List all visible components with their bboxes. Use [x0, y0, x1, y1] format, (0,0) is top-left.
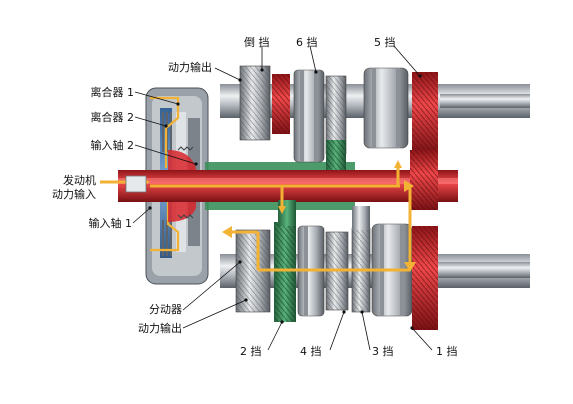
label-clutch-1: 离合器 1 [90, 86, 135, 99]
label-gear-5: 5 挡 [374, 36, 396, 49]
label-engine-input-line2: 动力输入 [52, 188, 96, 201]
label-gear-3: 3 挡 [372, 345, 394, 358]
label-reverse-gear: 倒 挡 [244, 36, 270, 49]
leader-lines [132, 45, 433, 351]
power-flow-path [150, 166, 412, 272]
label-input-shaft-2: 输入轴 2 [90, 139, 135, 152]
label-input-shaft-1: 输入轴 1 [88, 217, 133, 230]
label-gear-6: 6 挡 [296, 36, 318, 49]
leader-dots [148, 68, 422, 330]
engine-input-arrow [100, 175, 150, 193]
label-power-output-top: 动力输出 [168, 61, 212, 74]
label-differential: 分动器 [149, 303, 182, 316]
label-power-output-bottom: 动力输出 [138, 322, 182, 335]
power-flow-arrowheads [222, 160, 416, 272]
lower-gear-set [235, 200, 438, 330]
upper-gear-set [239, 65, 438, 210]
label-gear-2: 2 挡 [240, 345, 262, 358]
label-gear-1: 1 挡 [436, 345, 458, 358]
label-clutch-2: 离合器 2 [90, 111, 135, 124]
label-engine-input-line1: 发动机 [63, 174, 96, 187]
label-gear-4: 4 挡 [300, 345, 322, 358]
